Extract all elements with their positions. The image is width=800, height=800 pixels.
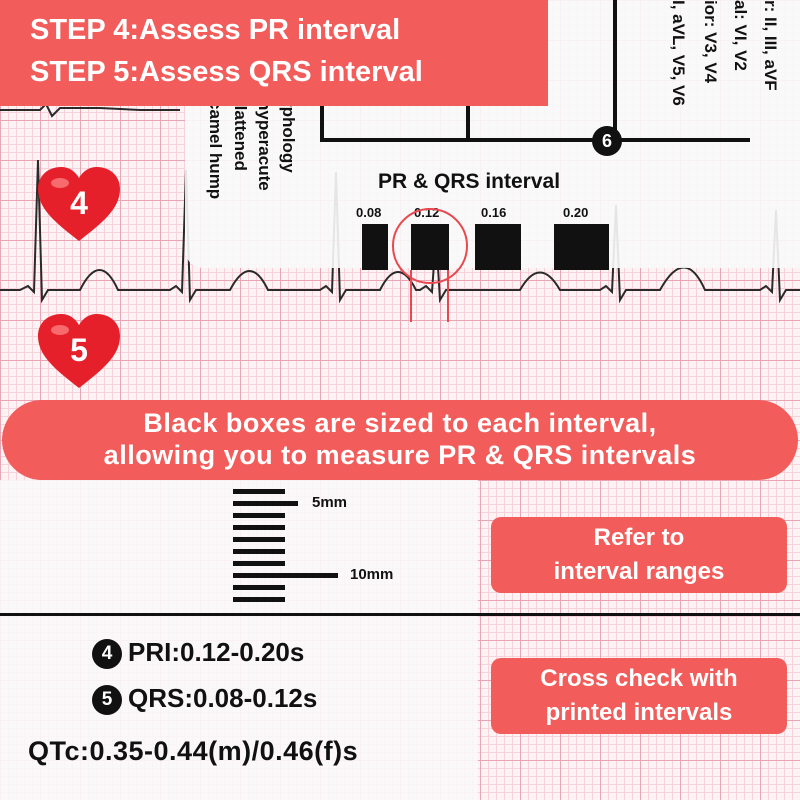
scale-bar	[233, 537, 285, 542]
interval-reference-panel	[0, 480, 478, 800]
ruler-label-lateral: I, aVL, V5, V6	[669, 0, 688, 106]
qrs-number-badge: 5	[92, 685, 122, 716]
refer-line-1: Refer to	[593, 524, 685, 551]
ruler-box-right	[613, 0, 617, 142]
heart-step-5: 5	[36, 312, 122, 390]
scale-bar	[233, 585, 285, 590]
heart-number: 4	[70, 185, 88, 221]
scale-bar	[233, 597, 285, 602]
refer-line-2: interval ranges	[553, 558, 725, 585]
pri-range-text: PRI:0.12-0.20s	[128, 637, 305, 667]
interval-box-0-20	[554, 224, 609, 270]
ruler-label-morphology: rphology	[279, 100, 298, 173]
step-4-title: STEP 4:Assess PR interval	[30, 14, 401, 46]
highlight-circle	[392, 208, 468, 284]
heart-icon	[38, 167, 120, 241]
ruler-label-camel-hump: camel hump	[206, 100, 225, 200]
highlight-marker-right	[447, 270, 449, 322]
qrs-range-text: QRS:0.08-0.12s	[128, 683, 318, 713]
step-banner: STEP 4:Assess PR interval STEP 5:Assess …	[0, 0, 548, 106]
scale-bar-5mm	[233, 501, 298, 506]
ruler-badge: 6	[592, 126, 622, 156]
scale-label-5mm: 5mm	[312, 494, 348, 511]
scale-bar-10mm	[233, 573, 338, 578]
step-5-title: STEP 5:Assess QRS interval	[30, 56, 423, 88]
cross-check-line-2: printed intervals	[545, 699, 733, 726]
tick-label-0-08: 0.08	[356, 205, 382, 220]
info-banner: Black boxes are sized to each interval, …	[2, 400, 798, 480]
ruler-label-anterior: ior: V3, V4	[701, 0, 720, 84]
pri-number-badge: 4	[92, 639, 122, 670]
scale-bar	[233, 513, 285, 518]
qtc-range: QTc:0.35-0.44(m)/0.46(f)s	[28, 736, 359, 766]
scale-label-10mm: 10mm	[350, 566, 394, 583]
info-line-2: allowing you to measure PR & QRS interva…	[103, 440, 697, 470]
divider-line	[0, 613, 800, 616]
pr-qrs-interval-title: PR & QRS interval	[378, 170, 561, 193]
heart-step-4: 4	[36, 165, 122, 243]
ruler-label-inferior: r: II, III, aVF	[761, 0, 780, 91]
tick-label-0-20: 0.20	[563, 205, 589, 220]
info-line-1: Black boxes are sized to each interval,	[143, 408, 657, 438]
highlight-marker-left	[410, 270, 412, 322]
cross-check-line-1: Cross check with	[540, 665, 738, 692]
heart-number: 5	[70, 332, 88, 368]
scale-bar	[233, 489, 285, 494]
ruler-label-flattened: flattened	[231, 100, 250, 171]
scale-bar	[233, 561, 285, 566]
tick-label-0-16: 0.16	[481, 205, 507, 220]
heart-icon	[38, 314, 120, 388]
scale-bar	[233, 549, 285, 554]
interval-box-0-16	[475, 224, 521, 270]
ruler-label-septal: al: VI, V2	[731, 0, 750, 71]
scale-bar	[233, 525, 285, 530]
ruler-box-bottom	[320, 138, 750, 142]
cross-check-callout: Cross check with printed intervals	[491, 658, 787, 734]
ruler-label-hyperacute: hyperacute	[255, 100, 274, 191]
interval-box-0-08	[362, 224, 388, 270]
refer-interval-ranges-callout: Refer to interval ranges	[491, 517, 787, 593]
